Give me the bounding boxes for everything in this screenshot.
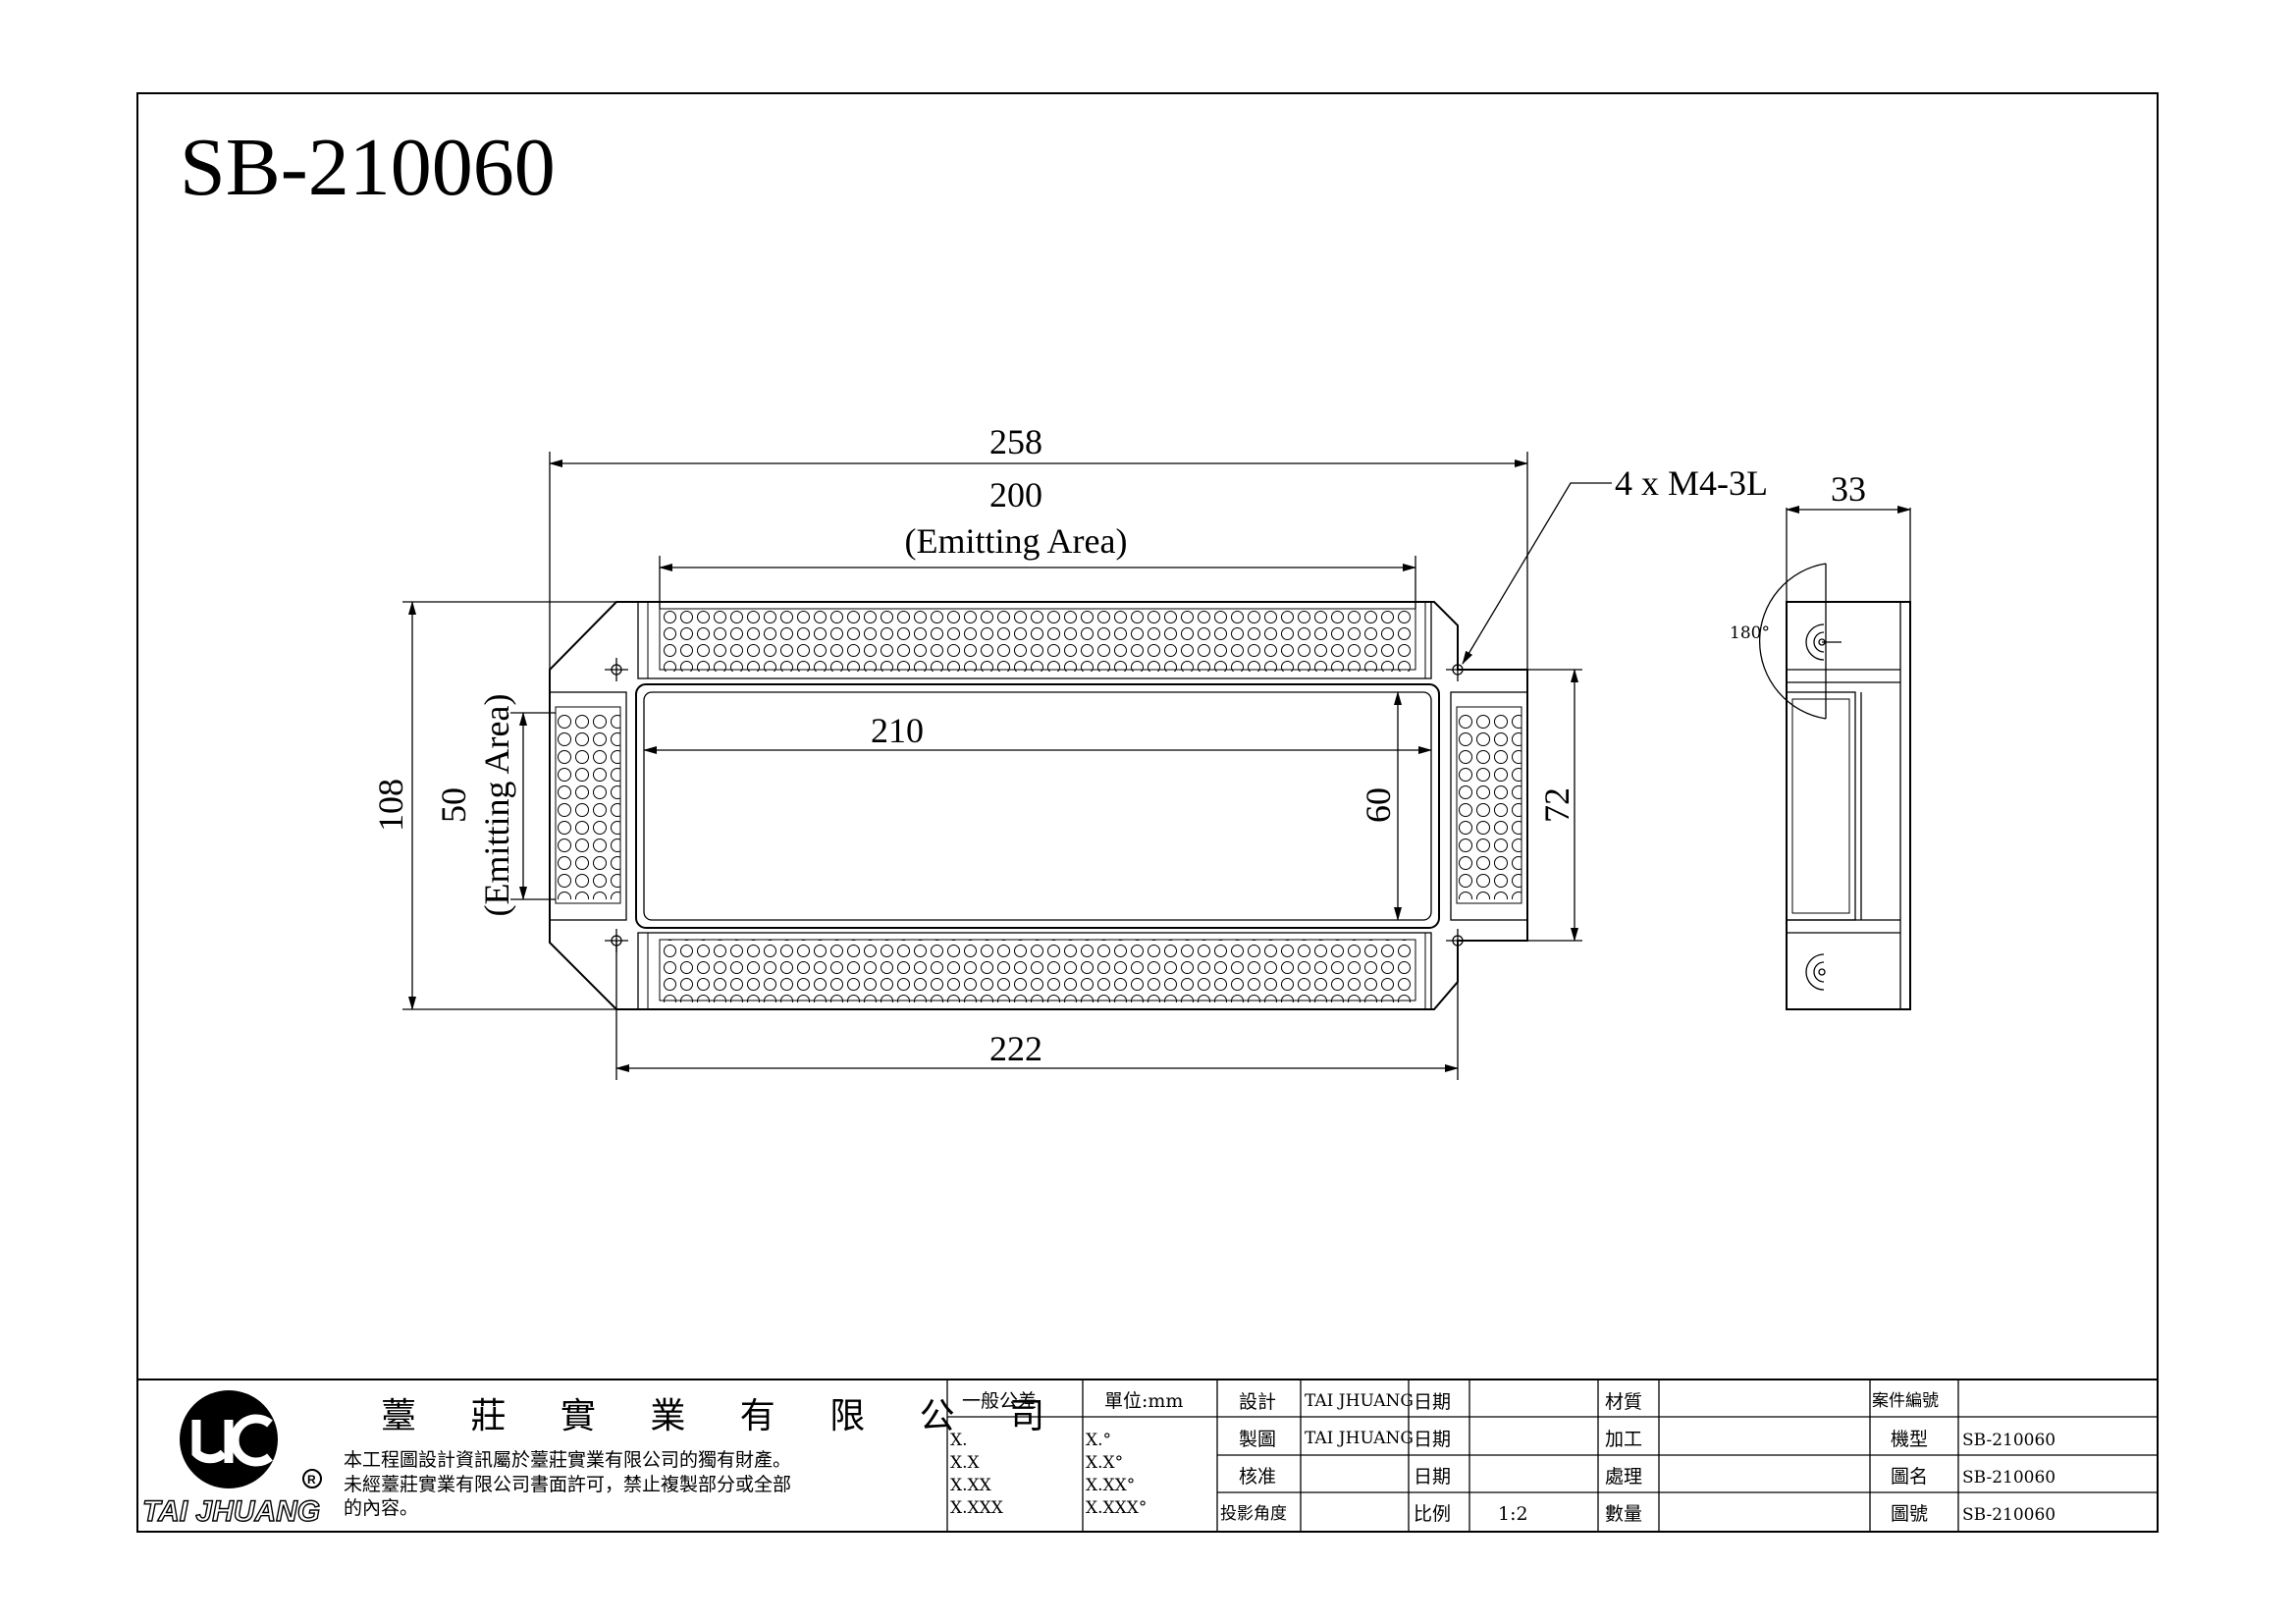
front-view: [549, 601, 1528, 1010]
left-led-bar: [549, 691, 627, 921]
drawing-number-label: 圖號: [1891, 1503, 1928, 1525]
svg-text:R: R: [307, 1473, 316, 1487]
tolerance-right-0: X.°: [1086, 1431, 1111, 1450]
model-value: SB-210060: [1962, 1431, 2056, 1450]
company-name: 薹 莊 實 業 有 限 公 司: [381, 1396, 1066, 1436]
drawing-number-value: SB-210060: [1962, 1505, 2056, 1525]
drawing-name-label: 圖名: [1891, 1466, 1928, 1488]
registered-mark-icon: [302, 1469, 322, 1488]
scale-label: 比例: [1414, 1503, 1451, 1525]
notice-line-1: 本工程圖設計資訊屬於薹莊實業有限公司的獨有財產。: [344, 1449, 791, 1471]
tolerance-header: 一般公差: [962, 1390, 1037, 1412]
tolerance-left-2: X.XX: [950, 1476, 992, 1495]
dim-side-depth: 33: [1831, 469, 1866, 509]
treatment-label: 處理: [1605, 1466, 1642, 1488]
projection-label: 投影角度: [1220, 1504, 1287, 1524]
process-label: 加工: [1605, 1429, 1642, 1450]
dim-mount-height: 72: [1537, 787, 1576, 823]
case-number-label: 案件編號: [1872, 1391, 1939, 1411]
design-value: TAI JHUANG: [1305, 1391, 1414, 1411]
dim-bottom-width: 222: [989, 1029, 1042, 1068]
company-logo: R TAI JHUANG: [141, 1390, 322, 1529]
drawing-title: SB-210060: [180, 122, 556, 213]
bottom-led-array: [662, 940, 1414, 1002]
tolerance-right-3: X.XXX°: [1086, 1498, 1147, 1518]
dim-rotation: 180°: [1730, 623, 1770, 643]
dim-emitting-width: 200: [989, 475, 1042, 514]
unit-label: 單位:mm: [1104, 1390, 1183, 1412]
tolerance-left-3: X.XXX: [950, 1498, 1004, 1518]
approval-label: 核准: [1239, 1466, 1276, 1488]
date-label-1: 日期: [1414, 1391, 1451, 1413]
dim-inner-width: 210: [871, 711, 924, 750]
dim-emitting-height-note: (Emitting Area): [477, 694, 516, 917]
dim-overall-height: 108: [371, 779, 410, 832]
logo-text: TAI JHUANG: [142, 1495, 320, 1528]
dim-emitting-height: 50: [434, 787, 473, 823]
sheet-border: [136, 92, 2159, 1533]
dim-emitting-width-note: (Emitting Area): [905, 521, 1128, 561]
connector-symbol-bottom: [1805, 953, 1826, 991]
drafting-label: 製圖: [1239, 1429, 1276, 1450]
side-view: [1759, 563, 1911, 1010]
tolerance-left-1: X.X: [950, 1453, 981, 1473]
right-led-bar: [1450, 691, 1528, 921]
design-label: 設計: [1239, 1391, 1276, 1413]
right-led-array: [1457, 713, 1522, 899]
date-label-3: 日期: [1414, 1466, 1451, 1488]
left-led-array: [556, 713, 620, 899]
rotation-arc: [1759, 563, 1827, 720]
dimension-lines: [402, 452, 1911, 1080]
inner-window: [635, 683, 1440, 929]
tolerance-right-2: X.XX°: [1086, 1476, 1135, 1495]
notice-line-3: 的內容。: [344, 1497, 418, 1519]
tolerance-right-1: X.X°: [1086, 1453, 1123, 1473]
title-block: R TAI JHUANG 薹 莊 實 業 有 限 公 司 本工程圖設計資訊屬於薹…: [137, 1379, 2158, 1532]
connector-symbol-top: [1805, 623, 1842, 661]
dimension-labels: 258 200 (Emitting Area) 210 222 108 50 (…: [371, 422, 1866, 1068]
material-label: 材質: [1605, 1391, 1642, 1413]
tolerance-left-0: X.: [950, 1431, 968, 1450]
quantity-label: 數量: [1605, 1503, 1642, 1525]
model-label: 機型: [1891, 1429, 1928, 1450]
dim-overall-width: 258: [989, 422, 1042, 461]
notice-line-2: 未經薹莊實業有限公司書面許可，禁止複製部分或全部: [344, 1474, 791, 1495]
date-label-2: 日期: [1414, 1429, 1451, 1450]
dim-inner-height: 60: [1359, 787, 1398, 823]
mounting-hole-markers: [605, 658, 1469, 952]
scale-value: 1:2: [1498, 1503, 1528, 1525]
drawing-name-value: SB-210060: [1962, 1468, 2056, 1488]
dim-screw-note: 4 x M4-3L: [1615, 463, 1768, 503]
top-led-array: [662, 609, 1414, 672]
drafting-value: TAI JHUANG: [1305, 1429, 1414, 1448]
